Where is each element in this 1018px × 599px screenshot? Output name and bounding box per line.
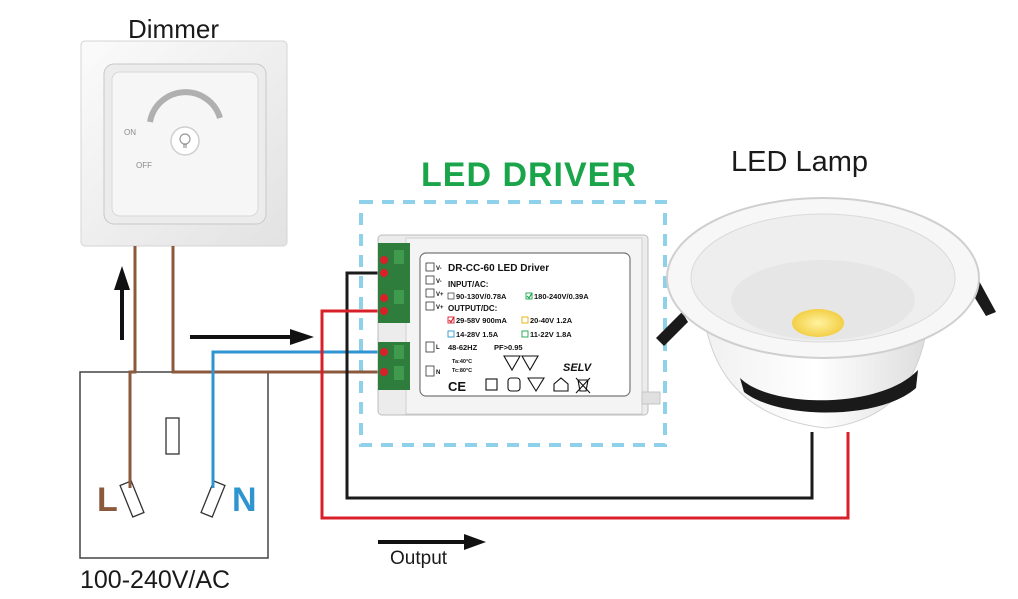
input-1-checkbox (447, 292, 455, 300)
driver-ta: Ta:40°C (452, 359, 472, 365)
term-vminus-1: V- (436, 266, 442, 272)
mm-icon-1 (503, 355, 521, 372)
wall-socket (79, 371, 269, 559)
driver-input-1: 90-130V/0.78A (456, 292, 507, 301)
supply-voltage-label: 100-240V/AC (80, 566, 231, 594)
lamp-heatsink-band (740, 370, 918, 413)
weee-bin-icon (575, 377, 591, 394)
right-arrow (190, 329, 314, 345)
negative-output-wire (345, 271, 814, 500)
wires (128, 246, 850, 520)
driver-tc: Tc:80°C (452, 368, 472, 374)
socket-neutral-slot (200, 480, 226, 518)
led-lamp (656, 197, 996, 429)
term-vplus-2: V+ (436, 305, 444, 311)
double-insulation-icon (507, 377, 521, 392)
positive-output-wire (320, 309, 850, 520)
mm-icon-2 (521, 355, 539, 372)
indoor-use-icon (553, 377, 569, 392)
driver-selv: SELV (563, 362, 593, 374)
dimmer-dial-arc (147, 89, 223, 123)
driver-output-2: 20-40V 1.2A (530, 316, 573, 325)
driver-output-header: OUTPUT/DC: (448, 304, 497, 313)
led-lamp-title: LED Lamp (731, 146, 869, 178)
output-arrow (378, 534, 486, 550)
lamp-cob-led (792, 309, 844, 337)
term-l: L (436, 345, 440, 351)
dimmer-on-label: ON (124, 128, 136, 137)
box-check-icon (485, 378, 498, 391)
term-vminus-2: V- (436, 279, 442, 285)
dimmer-off-label: OFF (136, 161, 152, 170)
driver-output-3: 14-28V 1.5A (456, 330, 499, 339)
live-label: L (97, 481, 118, 519)
driver-input-2: 180-240V/0.39A (534, 292, 589, 301)
dimmer-title: Dimmer (128, 14, 219, 44)
ce-mark: CE (448, 379, 466, 394)
socket-live-slot (119, 480, 145, 518)
f-mark-icon (527, 377, 545, 393)
input-2-checkbox (525, 292, 533, 300)
neutral-label: N (232, 481, 257, 519)
dimmer-switch: ON OFF (80, 40, 288, 247)
driver-model: DR-CC-60 LED Driver (448, 263, 549, 274)
led-driver-title: LED DRIVER (421, 156, 637, 194)
up-arrow (114, 266, 130, 340)
led-driver: V- V- V+ V+ L N DR-CC-60 LED Driver INPU… (377, 234, 661, 416)
output-3-checkbox (447, 330, 455, 338)
driver-dashed-box (359, 200, 667, 447)
live-wire-return (171, 246, 386, 374)
term-vplus-1: V+ (436, 292, 444, 298)
dimmer-knob[interactable] (170, 126, 200, 156)
output-2-checkbox (521, 316, 529, 324)
driver-output-1: 29-58V 900mA (456, 316, 507, 325)
driver-pf: PF>0.95 (494, 343, 523, 352)
driver-output-4: 11-22V 1.8A (530, 330, 572, 339)
bulb-icon (179, 133, 191, 148)
output-label: Output (390, 548, 448, 569)
output-1-checkbox (447, 316, 455, 324)
certification-icons (485, 355, 591, 394)
term-n: N (436, 370, 440, 376)
neutral-wire (211, 350, 386, 488)
driver-input-header: INPUT/AC: (448, 280, 488, 289)
output-4-checkbox (521, 330, 529, 338)
driver-label-panel (419, 252, 631, 397)
driver-freq: 48-62HZ (448, 343, 478, 352)
input-2-check-icon (526, 292, 533, 299)
live-wire-up (128, 246, 137, 488)
output-1-check-icon (448, 316, 455, 323)
lamp-spring-clip-left (656, 312, 688, 346)
